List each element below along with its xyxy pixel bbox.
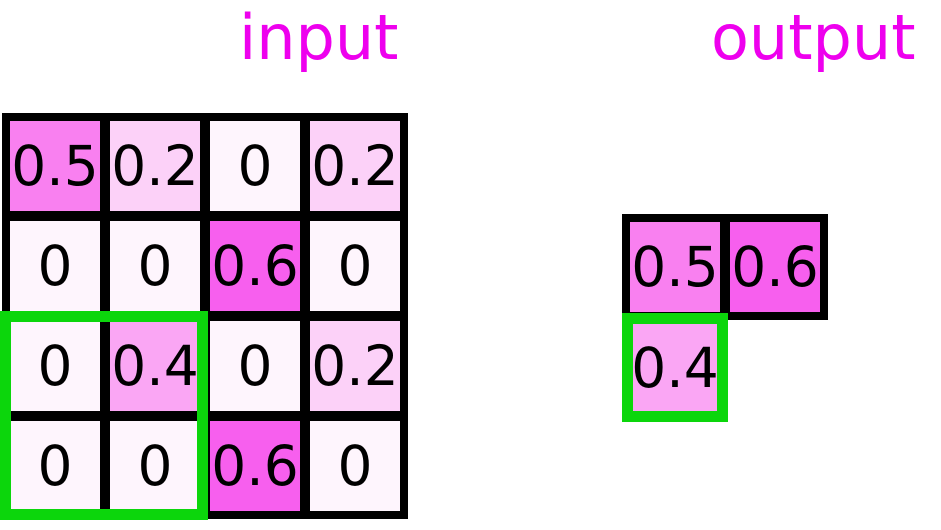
input-cell-r3c1: 0 [10,321,100,411]
input-cell-r4c2: 0 [110,421,200,511]
input-cell-r3c3: 0 [210,321,300,411]
input-cell-r2c2: 0 [110,221,200,311]
input-cell-r3c2: 0.4 [110,321,200,411]
input-grid: 0.5 0.2 0 0.2 0 0 0.6 0 0 0.4 0 0.2 0 0 … [2,113,408,519]
output-cell-r2c1-highlighted: 0.4 [622,313,728,422]
input-cell-r1c3: 0 [210,121,300,211]
input-cell-r4c1: 0 [10,421,100,511]
output-cell-r1c2: 0.6 [730,222,820,312]
output-title: output [711,1,916,74]
input-cell-r4c3: 0.6 [210,421,300,511]
input-cell-r1c4: 0.2 [310,121,400,211]
input-cell-r4c4: 0 [310,421,400,511]
pooling-window-highlight [0,311,208,520]
input-cell-r2c1: 0 [10,221,100,311]
input-title: input [239,1,399,74]
output-grid: 0.5 0.6 [622,214,828,320]
output-cell-r1c1: 0.5 [630,222,720,312]
input-cell-r2c4: 0 [310,221,400,311]
input-cell-r2c3: 0.6 [210,221,300,311]
input-cell-r1c2: 0.2 [110,121,200,211]
input-cell-r1c1: 0.5 [10,121,100,211]
input-cell-r3c4: 0.2 [310,321,400,411]
